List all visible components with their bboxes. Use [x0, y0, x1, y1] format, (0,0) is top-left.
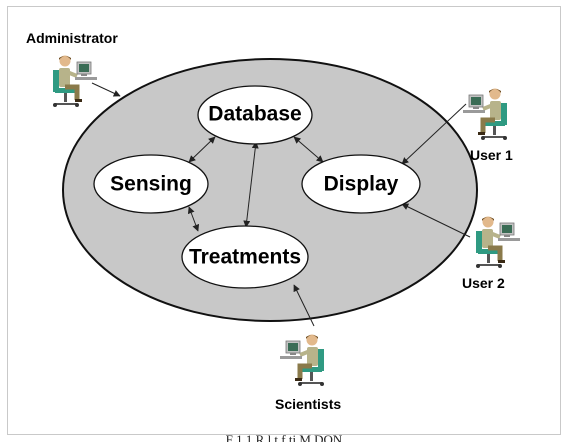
actor-user1-label: User 1 — [470, 147, 513, 163]
node-sensing-label: Sensing — [110, 173, 192, 196]
edge-administrator — [91, 82, 121, 97]
figure-border — [7, 6, 561, 435]
computer-user-icon — [53, 56, 97, 108]
edge-database-treatments — [243, 141, 259, 228]
node-sensing: Sensing — [93, 154, 209, 214]
computer-user-icon — [463, 89, 507, 141]
node-display: Display — [301, 154, 421, 214]
actor-scientists-label: Scientists — [275, 396, 341, 412]
actor-user2: User 2 — [462, 217, 520, 291]
actor-scientists: Scientists — [275, 335, 341, 412]
actor-administrator: Administrator — [26, 30, 118, 107]
actor-administrator-label: Administrator — [26, 30, 118, 46]
node-database-label: Database — [208, 103, 301, 126]
edge-database-sensing — [188, 136, 216, 163]
actor-user2-label: User 2 — [462, 275, 505, 291]
node-database: Database — [197, 85, 313, 145]
edge-sensing-treatments — [187, 206, 200, 232]
node-treatments: Treatments — [181, 225, 309, 289]
edge-database-display — [293, 136, 324, 163]
system-boundary — [62, 58, 478, 322]
edge-user1 — [401, 103, 467, 165]
actor-user1: User 1 — [463, 89, 513, 163]
computer-user-icon — [476, 217, 520, 269]
computer-user-icon — [280, 335, 324, 387]
node-display-label: Display — [324, 173, 399, 196]
edge-scientists — [293, 284, 315, 327]
figure-caption: F 1.1 R l t f ti M DON — [226, 432, 343, 442]
edge-user2 — [401, 203, 471, 238]
node-treatments-label: Treatments — [189, 246, 301, 269]
